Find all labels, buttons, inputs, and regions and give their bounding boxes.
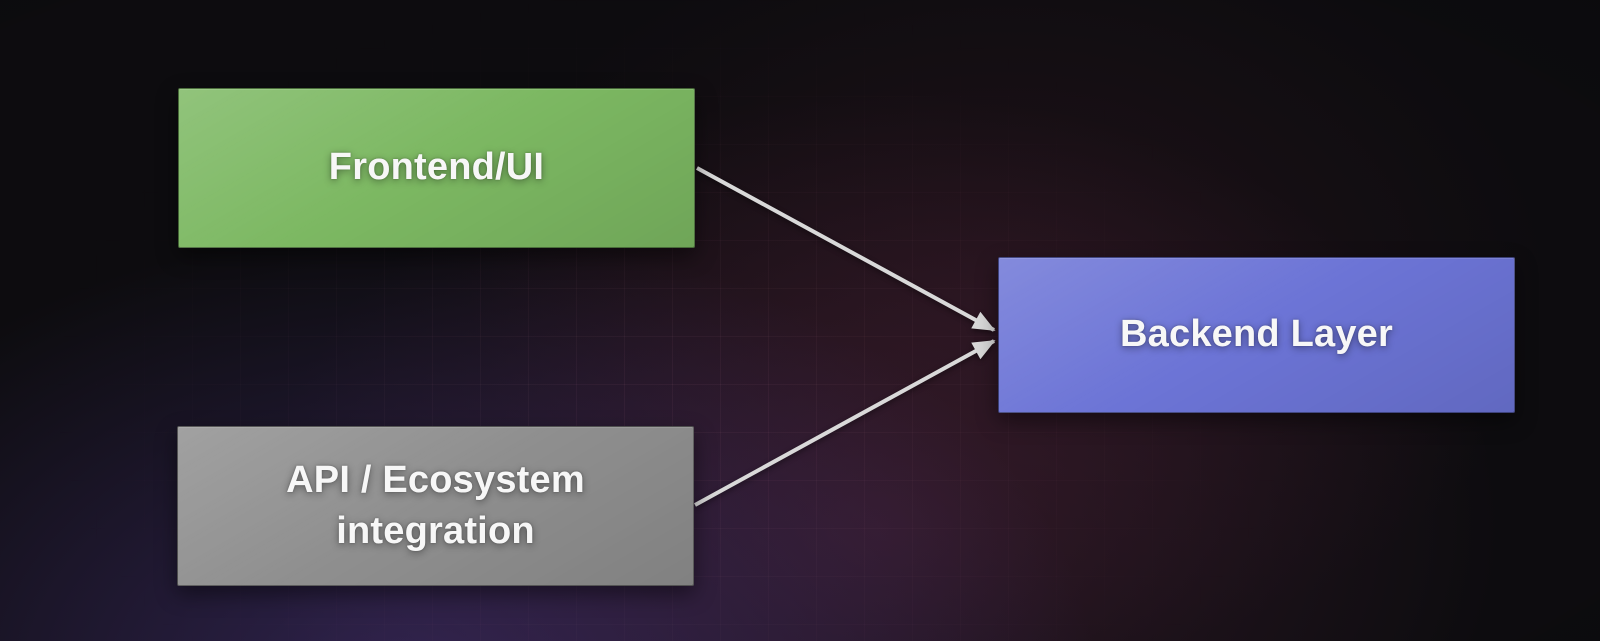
node-api-ecosystem-integration[interactable]: API / Ecosystem integration bbox=[177, 426, 694, 586]
edge-frontend-to-backend[interactable] bbox=[696, 166, 996, 332]
node-label-line-1: API / Ecosystem bbox=[286, 458, 585, 501]
node-frontend-ui[interactable]: Frontend/UI bbox=[178, 88, 695, 248]
node-label-line-2: integration bbox=[336, 510, 535, 552]
node-backend-layer[interactable]: Backend Layer bbox=[998, 257, 1515, 413]
edge-api-to-backend[interactable] bbox=[694, 339, 996, 507]
node-label: Frontend/UI bbox=[328, 146, 545, 189]
node-label: API / Ecosystem integration bbox=[286, 455, 585, 558]
node-label: Backend Layer bbox=[1120, 313, 1393, 356]
